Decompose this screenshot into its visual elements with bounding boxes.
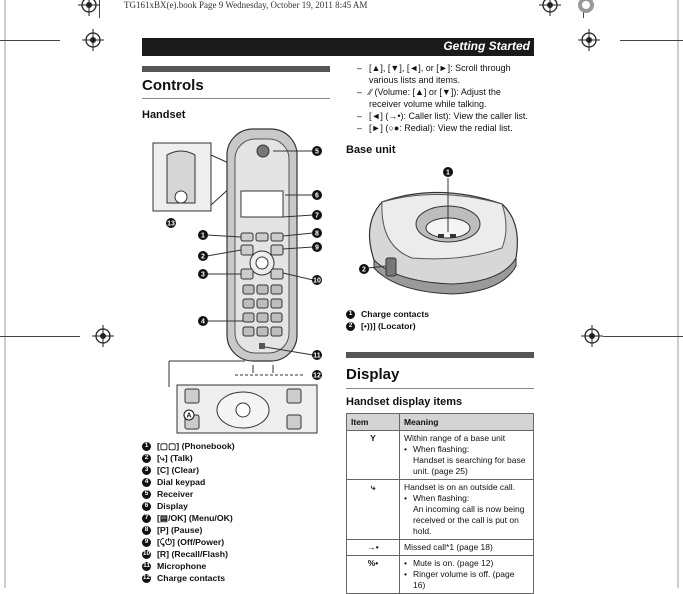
registration-mark-icon	[539, 0, 561, 16]
crop-mark	[603, 336, 683, 337]
table-header-row: Item Meaning	[346, 413, 534, 431]
svg-text:12: 12	[313, 373, 321, 380]
svg-text:11: 11	[313, 353, 321, 360]
svg-text:1: 1	[201, 233, 205, 240]
navigator-key-list: –[▲], [▼], [◄], or [►]: Scroll through v…	[357, 62, 535, 134]
section-title: Getting Started	[443, 39, 530, 53]
svg-text:6: 6	[315, 193, 319, 200]
crop-mark	[0, 336, 80, 337]
registration-mark-icon	[92, 325, 114, 347]
svg-text:2: 2	[362, 267, 366, 274]
handset-heading: Handset	[142, 109, 186, 121]
handset-legend: 1[▢▢] (Phonebook) 2[⤷] (Talk) 3[C] (Clea…	[142, 440, 235, 584]
list-item: –[◄] (→•): Caller list): View the caller…	[357, 111, 528, 121]
registration-mark-icon	[78, 0, 100, 16]
svg-text:8: 8	[315, 231, 319, 238]
svg-text:13: 13	[167, 221, 175, 228]
column-header-item: Item	[346, 413, 400, 431]
display-items-heading: Handset display items	[346, 396, 463, 408]
table-row: Y Within range of a base unit •When flas…	[346, 430, 534, 480]
registration-mark-icon	[578, 29, 600, 51]
display-items-table: Item Meaning Y Within range of a base un…	[346, 413, 534, 594]
talk-icon: ⤷	[346, 479, 400, 540]
crop-mark	[0, 40, 60, 41]
legend-item: 9[⤹⏻] (Off/Power)	[142, 536, 235, 548]
crop-mark	[99, 0, 100, 18]
legend-item: 7[▤/OK] (Menu/OK)	[142, 512, 235, 524]
list-item: –[▲], [▼], [◄], or [►]: Scroll through v…	[357, 63, 511, 85]
svg-text:10: 10	[313, 278, 321, 285]
legend-item: 2[•))] (Locator)	[346, 320, 429, 332]
svg-text:A: A	[186, 413, 191, 420]
base-unit-diagram: 1 2	[359, 167, 518, 295]
signal-icon: Y	[346, 430, 400, 480]
svg-text:7: 7	[315, 213, 319, 220]
list-item: –[►] (○●: Redial): View the redial list.	[357, 123, 513, 133]
legend-item: 2[⤷] (Talk)	[142, 452, 235, 464]
heading-underline	[142, 98, 330, 99]
display-heading: Display	[346, 366, 400, 383]
list-item: –∕∕ (Volume: [▲] or [▼]): Adjust the rec…	[357, 87, 501, 109]
registration-mark-icon	[581, 325, 603, 347]
table-row: →• Missed call*1 (page 18)	[346, 539, 534, 556]
missed-call-icon: →•	[346, 539, 400, 556]
controls-heading: Controls	[142, 77, 204, 94]
legend-item: 8[P] (Pause)	[142, 524, 235, 536]
svg-text:1: 1	[446, 170, 450, 177]
svg-text:9: 9	[315, 245, 319, 252]
heading-rule	[142, 66, 330, 72]
heading-rule	[346, 352, 534, 358]
svg-text:5: 5	[315, 149, 319, 156]
crop-mark	[620, 40, 683, 41]
legend-item: 3[C] (Clear)	[142, 464, 235, 476]
svg-text:4: 4	[201, 319, 205, 326]
svg-text:3: 3	[201, 272, 205, 279]
registration-mark-icon	[82, 29, 104, 51]
base-unit-heading: Base unit	[346, 144, 396, 156]
viewer-left-edge	[4, 0, 6, 588]
legend-item: 10[R] (Recall/Flash)	[142, 549, 228, 559]
viewer-right-edge	[677, 0, 679, 588]
heading-underline	[346, 388, 534, 389]
registration-mark-icon	[575, 0, 597, 16]
legend-item: 1[▢▢] (Phonebook)	[142, 440, 235, 452]
handset-diagram: 5 6 7 8 9 10 11 12 1 2 3 4 13 A	[152, 128, 322, 434]
book-file-line: TG161xBX(e).book Page 9 Wednesday, Octob…	[124, 0, 368, 10]
section-header-bar: Getting Started	[142, 38, 534, 56]
table-row: ⤷ Handset is on an outside call. •When f…	[346, 479, 534, 540]
column-header-meaning: Meaning	[399, 413, 534, 431]
svg-text:2: 2	[201, 254, 205, 261]
